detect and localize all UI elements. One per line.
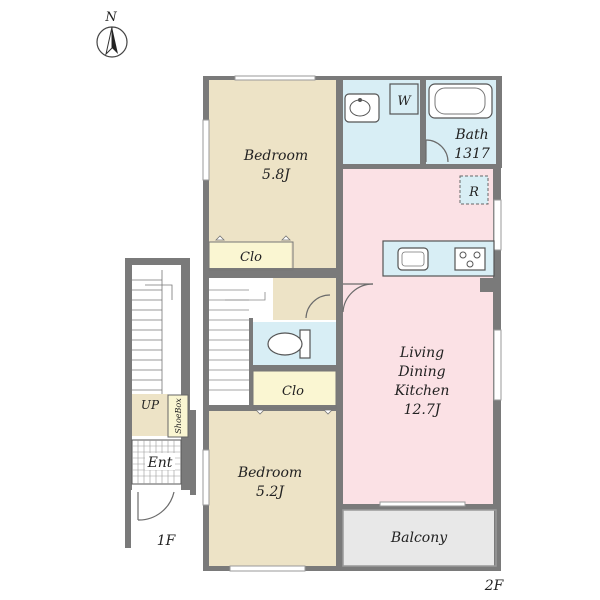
stair-area xyxy=(132,265,181,400)
north-arrow-icon: N xyxy=(96,10,128,58)
ldk-room xyxy=(343,168,493,504)
balcony-label: Balcony xyxy=(390,530,448,546)
bedroom1-size: 5.8J xyxy=(262,167,291,183)
floor-label-2f: 2F xyxy=(484,578,505,594)
bedroom1-label: Bedroom xyxy=(243,148,308,164)
bedroom2-label: Bedroom xyxy=(237,465,302,481)
closet1-border xyxy=(208,241,294,271)
shoebox-label: ShoeBox xyxy=(174,398,183,434)
bedroom2-size: 5.2J xyxy=(256,484,285,500)
hall-floor xyxy=(273,278,336,320)
second-floor: Bedroom 5.8J Clo W Bath 1317 R Living xyxy=(202,75,502,572)
balcony-area xyxy=(343,510,494,566)
washer-space xyxy=(389,83,419,115)
north-label: N xyxy=(104,10,117,25)
bath-label: Bath xyxy=(454,127,488,143)
balcony-border xyxy=(342,509,497,567)
floor-label-1f: 1F xyxy=(157,533,177,549)
stove-icon xyxy=(454,247,486,271)
refrigerator-label: R xyxy=(468,185,479,200)
ldk-label-dining: Dining xyxy=(397,364,445,380)
washer-label: W xyxy=(397,94,412,109)
ldk-size: 12.7J xyxy=(404,402,442,418)
ldk-label-kitchen: Kitchen xyxy=(394,383,450,399)
entrance-side-wall xyxy=(125,490,131,548)
entrance-door xyxy=(137,491,175,521)
toilet-door xyxy=(305,294,331,319)
up-landing xyxy=(132,394,168,436)
closet1-label: Clo xyxy=(240,250,262,265)
closet2-label: Clo xyxy=(282,384,304,399)
bedroom1-room xyxy=(209,80,336,268)
toilet-icon xyxy=(267,332,303,356)
refrigerator-space xyxy=(459,175,489,205)
stair-hall-treads xyxy=(209,289,266,391)
ldk-label-living: Living xyxy=(399,345,444,361)
closet2-room xyxy=(253,371,336,408)
first-floor-wall xyxy=(125,258,196,495)
closet1-room xyxy=(209,242,291,268)
shoebox xyxy=(167,394,189,438)
stair-treads xyxy=(132,270,173,400)
bath-door xyxy=(425,139,449,163)
bedroom2-room xyxy=(209,411,336,566)
closet2-border xyxy=(252,370,337,409)
entrance-label-bg xyxy=(145,453,175,470)
windows xyxy=(202,75,502,572)
first-floor-block: UP ShoeBox Ent 1F xyxy=(125,258,196,549)
up-label: UP xyxy=(141,398,160,412)
bath-size: 1317 xyxy=(454,146,490,162)
entrance-label: Ent xyxy=(147,455,173,471)
